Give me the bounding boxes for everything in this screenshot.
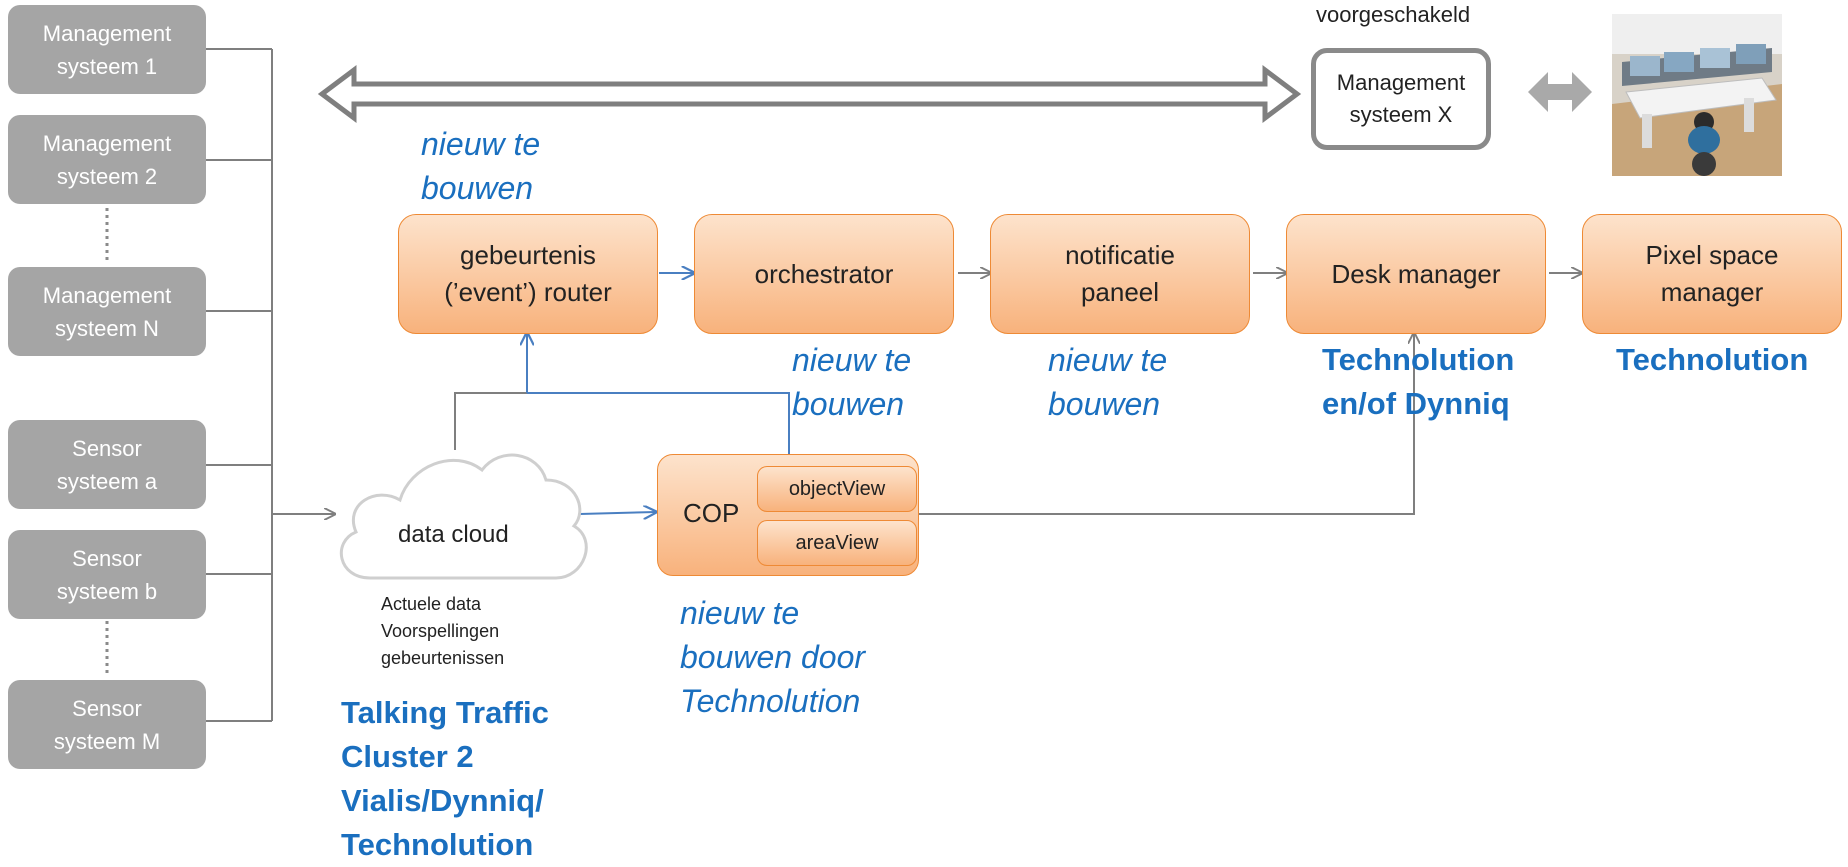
management-systeem-x-box: Management systeem X (1311, 48, 1491, 150)
annotation-line: nieuw te (792, 342, 912, 378)
annotation-line: bouwen (792, 386, 905, 422)
label-line2: systeem M (53, 728, 161, 754)
cloud-shape (339, 453, 588, 580)
management-systeem-2: Management systeem 2 (8, 115, 206, 204)
annotation-line: bouwen (421, 170, 534, 206)
notificatie-annotation: nieuw te bouwen (1048, 338, 1167, 426)
voorgeschakeld-label: voorgeschakeld (1316, 2, 1471, 27)
objectview-box: objectView (757, 466, 917, 512)
label-line1: Management (1336, 70, 1466, 95)
label-line1: Management (42, 130, 172, 156)
small-double-arrow-icon (1528, 72, 1592, 112)
annotation-line: bouwen (1048, 386, 1161, 422)
annotation-line: bouwen door (680, 639, 866, 675)
desk-annotation: Technolution en/of Dynniq (1322, 338, 1514, 426)
label-line2: systeem 2 (56, 163, 158, 189)
label-line2: systeem 1 (56, 53, 158, 79)
annotation-line: nieuw te (421, 126, 541, 162)
annotation-line: nieuw te (680, 595, 800, 631)
pixel-annotation: Technolution (1616, 338, 1808, 382)
orchestrator-annotation: nieuw te bouwen (792, 338, 911, 426)
cop-label: COP (683, 498, 740, 528)
annotation-line: Technolution (1322, 342, 1515, 377)
label-line1: notificatie (1065, 240, 1175, 270)
note-line: Voorspellingen (381, 621, 500, 641)
note-line: gebeurtenissen (381, 648, 505, 668)
double-arrow-icon (317, 65, 1302, 123)
operator-desk-image (1612, 14, 1782, 176)
annotation-line: Vialis/Dynniq/ (341, 783, 544, 818)
label-line1: Pixel space (1645, 240, 1779, 270)
annotation-line: en/of Dynniq (1322, 386, 1510, 421)
annotation-line: Talking Traffic (341, 695, 549, 730)
event-router-box: gebeurtenis (’event’) router (398, 214, 658, 334)
cloud-annotation: Talking Traffic Cluster 2 Vialis/Dynniq/… (341, 691, 549, 867)
label-line1: Sensor (72, 695, 142, 721)
label-line2: (’event’) router (444, 277, 612, 307)
cop-annotation: nieuw te bouwen door Technolution (680, 591, 865, 723)
annotation-line: Cluster 2 (341, 739, 474, 774)
router-annotation: nieuw te bouwen (421, 122, 540, 210)
sensor-systeem-a: Sensor systeem a (8, 420, 206, 509)
label-line1: Desk manager (1331, 258, 1501, 289)
desk-manager-box: Desk manager (1286, 214, 1546, 334)
management-systeem-n: Management systeem N (8, 267, 206, 356)
sensor-systeem-b: Sensor systeem b (8, 530, 206, 619)
annotation-line: Technolution (341, 827, 534, 862)
management-systeem-1: Management systeem 1 (8, 5, 206, 94)
cloud-notes: Actuele data Voorspellingen gebeurteniss… (381, 591, 504, 672)
data-cloud-label: data cloud (398, 521, 509, 548)
label-line1: Management (42, 20, 172, 46)
annotation-line: nieuw te (1048, 342, 1168, 378)
label-line2: systeem N (55, 315, 159, 341)
label-line1: orchestrator (754, 258, 894, 289)
label-line2: manager (1660, 277, 1764, 307)
annotation-line: Technolution (1616, 342, 1809, 377)
label-line1: Management (42, 282, 172, 308)
areaview-box: areaView (757, 520, 917, 566)
sensor-systeem-m: Sensor systeem M (8, 680, 206, 769)
notificatie-paneel-box: notificatie paneel (990, 214, 1250, 334)
annotation-line: Technolution (680, 683, 861, 719)
label-line2: systeem b (56, 578, 158, 604)
label-line1: Sensor (72, 435, 142, 461)
orchestrator-box: orchestrator (694, 214, 954, 334)
label-line1: gebeurtenis (460, 240, 596, 270)
label-line2: systeem a (56, 468, 158, 494)
pixel-space-manager-box: Pixel space manager (1582, 214, 1842, 334)
label-line1: Sensor (72, 545, 142, 571)
label-line2: systeem X (1349, 102, 1453, 127)
label-line2: paneel (1080, 277, 1160, 307)
note-line: Actuele data (381, 594, 482, 614)
